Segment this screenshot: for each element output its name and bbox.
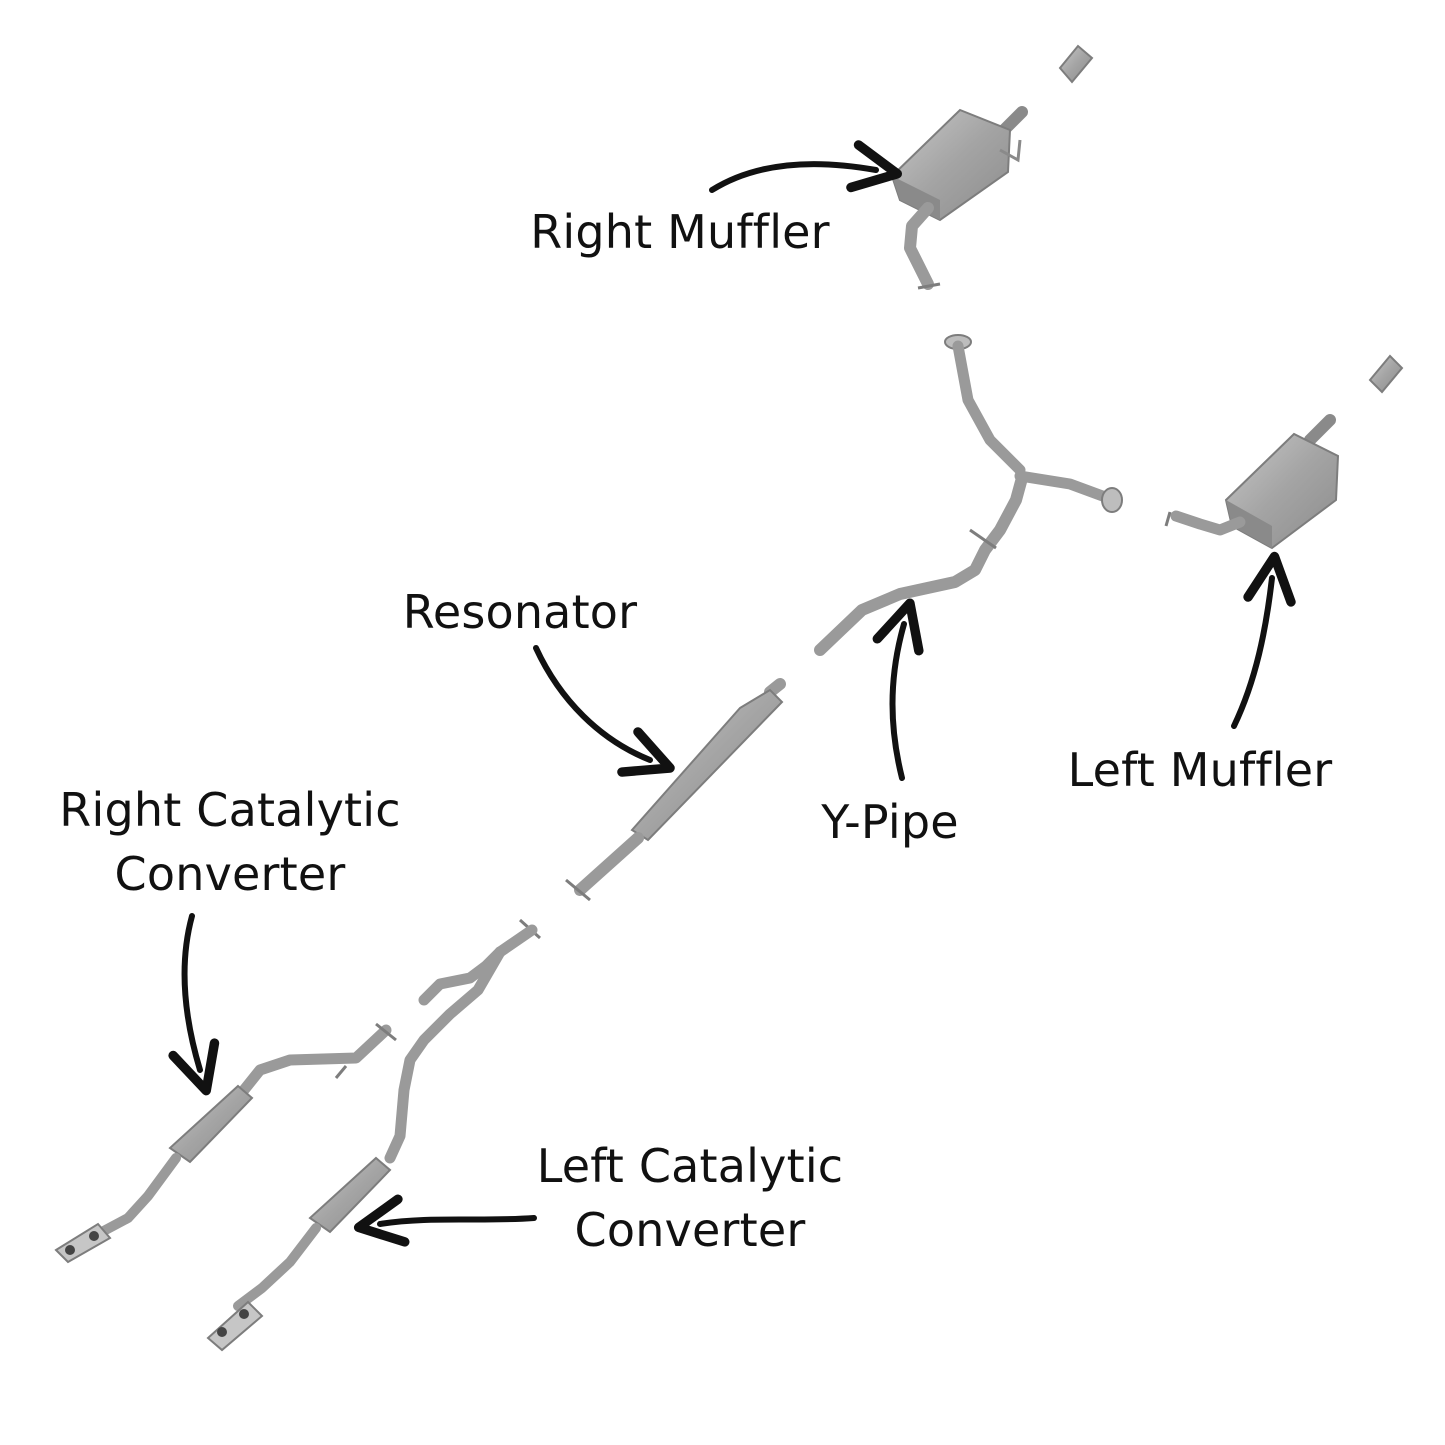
- right-muffler-part: [890, 44, 1094, 290]
- label-right-cat-line2: Converter: [114, 847, 346, 901]
- label-right-muffler: Right Muffler: [530, 205, 830, 259]
- label-resonator: Resonator: [402, 585, 638, 639]
- label-left-muffler: Left Muffler: [1067, 743, 1333, 797]
- arrow-right-muffler: [709, 140, 902, 193]
- label-left-cat-line2: Converter: [574, 1203, 806, 1257]
- label-left-cat-line1: Left Catalytic: [536, 1139, 844, 1193]
- arrows: [168, 140, 1296, 1247]
- arrow-resonator: [533, 645, 675, 777]
- y-pipe-part: [814, 334, 1123, 656]
- arrow-left-catalytic-converter: [353, 1194, 537, 1247]
- left-catalytic-converter-part: [206, 1156, 392, 1352]
- left-muffler-part: [1164, 354, 1404, 550]
- right-catalytic-converter-part: [54, 918, 542, 1264]
- arrow-y-pipe: [872, 598, 924, 781]
- label-left-catalytic-converter: Left Catalytic Converter: [520, 1134, 860, 1262]
- arrow-left-muffler: [1231, 551, 1296, 729]
- arrow-right-catalytic-converter: [168, 913, 220, 1096]
- label-y-pipe: Y-Pipe: [821, 795, 959, 849]
- label-right-cat-line1: Right Catalytic: [59, 783, 401, 837]
- resonator-part: [565, 678, 786, 902]
- label-right-catalytic-converter: Right Catalytic Converter: [40, 778, 420, 906]
